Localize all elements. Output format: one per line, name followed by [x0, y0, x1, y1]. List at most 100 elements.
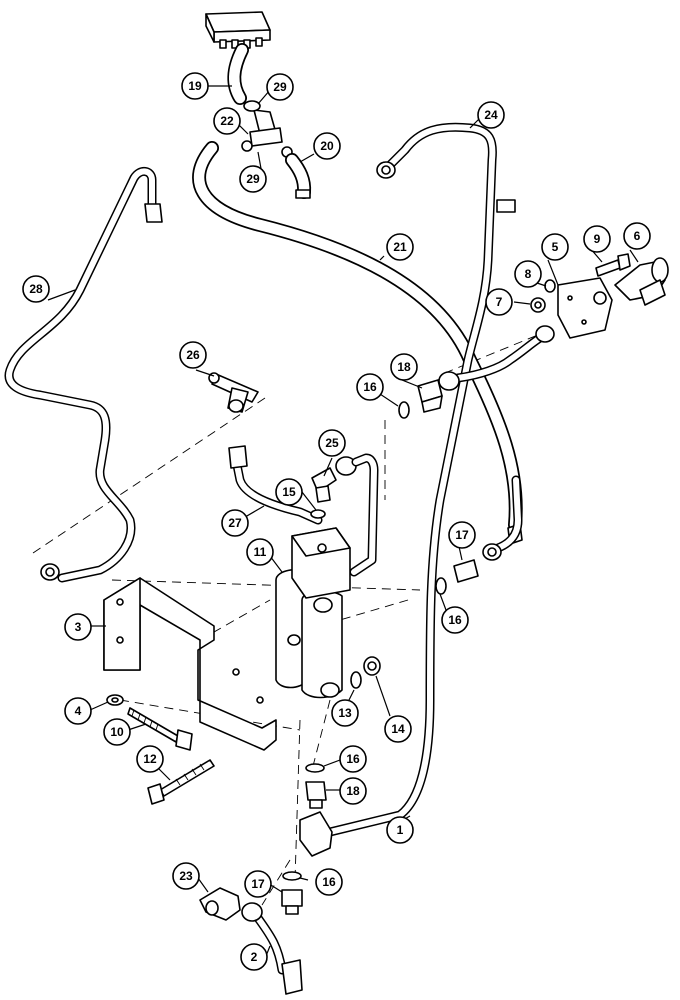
- callout-27-label: 27: [228, 516, 242, 530]
- callout-14-label: 14: [391, 722, 405, 736]
- callout-21: 21: [386, 233, 414, 261]
- nut-14: [363, 656, 381, 676]
- callout-29-top-label: 29: [273, 80, 287, 94]
- callout-29-bottom: 29: [239, 165, 267, 193]
- callout-24-label: 24: [484, 108, 498, 122]
- callout-1-label: 1: [397, 823, 404, 837]
- ring-16-bottom: [282, 871, 302, 881]
- ring-16-upper: [398, 401, 410, 419]
- washer-8: [544, 279, 556, 293]
- callout-7-label: 7: [496, 295, 503, 309]
- callout-28: 28: [22, 275, 50, 303]
- callout-16-right: 16: [441, 606, 469, 634]
- tube-2: [241, 902, 303, 995]
- o-ring-15: [310, 509, 326, 519]
- elbow-25: [311, 456, 357, 503]
- hose-19: [227, 43, 249, 105]
- callout-14: 14: [384, 715, 412, 743]
- callout-3: 3: [64, 613, 92, 641]
- callout-8-label: 8: [525, 267, 532, 281]
- fitting-17-bottom: [281, 889, 303, 915]
- callout-19: 19: [181, 72, 209, 100]
- nut-7: [530, 297, 546, 313]
- callout-22: 22: [213, 107, 241, 135]
- tube-24: [325, 122, 516, 837]
- tee-fitting-26: [208, 372, 259, 413]
- callout-22-label: 22: [220, 114, 234, 128]
- bolt-9: [595, 253, 631, 277]
- callout-16-right-label: 16: [448, 613, 462, 627]
- callout-17-bottom: 17: [244, 870, 272, 898]
- ring-16-right: [435, 577, 447, 595]
- callout-23-label: 23: [179, 869, 193, 883]
- bolt-12: [147, 759, 215, 805]
- callout-19-label: 19: [188, 79, 202, 93]
- callout-18-upper-label: 18: [397, 360, 411, 374]
- callout-2-label: 2: [251, 950, 258, 964]
- callout-5-label: 5: [552, 240, 559, 254]
- callout-9-label: 9: [594, 232, 601, 246]
- washer-4: [106, 694, 124, 706]
- bracket-3: [103, 577, 277, 751]
- fitting-17-right: [453, 559, 479, 583]
- fitting-18-upper: [417, 379, 443, 413]
- tube-lower-right: [482, 475, 523, 561]
- callout-29-top: 29: [266, 73, 294, 101]
- callout-8: 8: [514, 260, 542, 288]
- callout-18-lower-label: 18: [346, 784, 360, 798]
- tee-connector-22: [241, 100, 293, 158]
- callout-16-bottom: 16: [315, 868, 343, 896]
- elbow-20: [285, 153, 312, 199]
- callout-16-bottom-label: 16: [322, 875, 336, 889]
- callout-16-upper-label: 16: [363, 380, 377, 394]
- callout-20: 20: [313, 132, 341, 160]
- tube-upper-right: [438, 325, 555, 391]
- bolt-10: [127, 707, 193, 751]
- quick-coupler-6: [614, 257, 669, 306]
- callout-15-label: 15: [282, 485, 296, 499]
- callout-29-bottom-label: 29: [246, 172, 260, 186]
- callout-16-middle-label: 16: [346, 752, 360, 766]
- callout-15: 15: [275, 478, 303, 506]
- callout-2: 2: [240, 943, 268, 971]
- callout-17-right: 17: [448, 521, 476, 549]
- callout-17-bottom-label: 17: [251, 877, 265, 891]
- callout-6: 6: [623, 222, 651, 250]
- callout-6-label: 6: [634, 229, 641, 243]
- valve-body-11: [275, 527, 351, 699]
- callout-17-right-label: 17: [455, 528, 469, 542]
- callout-21-label: 21: [393, 240, 407, 254]
- callout-26-label: 26: [186, 348, 200, 362]
- callout-10-label: 10: [110, 725, 124, 739]
- callout-7: 7: [485, 288, 513, 316]
- callout-18-lower: 18: [339, 777, 367, 805]
- manifold-block: [205, 11, 271, 49]
- callout-12: 12: [136, 745, 164, 773]
- elbow-fitting-lower: [299, 811, 333, 857]
- callout-11-label: 11: [254, 545, 267, 559]
- callout-23: 23: [172, 862, 200, 890]
- callout-24: 24: [477, 101, 505, 129]
- callout-16-upper: 16: [356, 373, 384, 401]
- callout-25: 25: [318, 429, 346, 457]
- callout-11: 11: [246, 538, 274, 566]
- callout-3-label: 3: [75, 620, 82, 634]
- callout-9: 9: [583, 225, 611, 253]
- callout-20-label: 20: [320, 139, 334, 153]
- callout-18-upper: 18: [390, 353, 418, 381]
- fitting-18-lower: [305, 781, 327, 809]
- callout-13: 13: [331, 699, 359, 727]
- callout-5: 5: [541, 233, 569, 261]
- snap-ring-13: [350, 671, 362, 689]
- tube-upper-block: [349, 453, 379, 577]
- callout-27: 27: [221, 509, 249, 537]
- callout-4-label: 4: [75, 704, 82, 718]
- tube-28: [4, 167, 163, 583]
- callout-26: 26: [179, 341, 207, 369]
- callout-13-label: 13: [338, 706, 352, 720]
- callout-25-label: 25: [325, 436, 339, 450]
- callout-1: 1: [386, 816, 414, 844]
- callout-4: 4: [64, 697, 92, 725]
- callout-16-middle: 16: [339, 745, 367, 773]
